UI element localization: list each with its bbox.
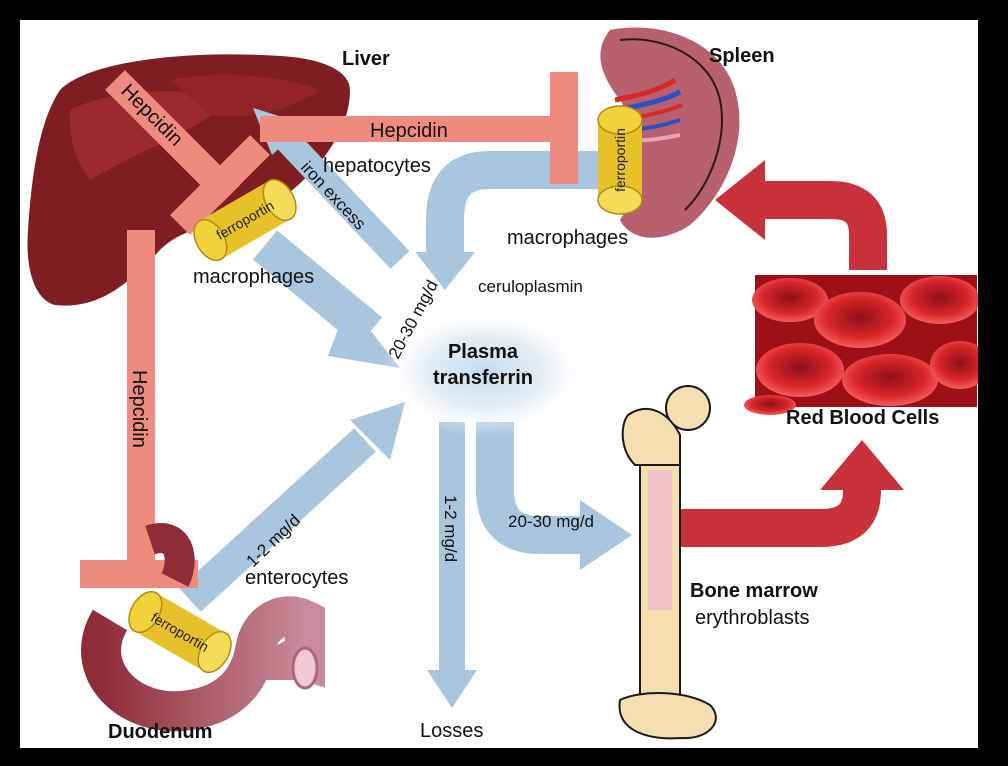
transferrin-label: transferrin <box>433 367 533 389</box>
erythroblasts-label: erythroblasts <box>695 607 810 629</box>
bone-marrow-label: Bone marrow <box>690 580 818 602</box>
absorption-arrowhead <box>350 402 405 460</box>
marrow-to-rbc-arrowhead <box>820 440 904 490</box>
ferroportin-label-spleen: ferroportin <box>612 128 628 192</box>
hepatocytes-label: hepatocytes <box>323 155 431 177</box>
macrophages-liver-label: macrophages <box>193 266 314 288</box>
marrow-arrowhead <box>580 500 632 570</box>
iron-metabolism-diagram: ferroportin ferroportin ferroportin <box>20 20 978 748</box>
hepcidin-label-vertical: Hepcidin <box>128 370 150 448</box>
rbc-to-spleen-arrowhead <box>715 160 765 240</box>
duodenum-label: Duodenum <box>108 721 212 743</box>
losses-label: Losses <box>420 720 483 742</box>
macrophages-spleen-label: macrophages <box>507 227 628 249</box>
ferroportin-duodenum: ferroportin <box>128 590 232 674</box>
enterocytes-label: enterocytes <box>245 567 348 589</box>
hepcidin-inhibitors <box>80 70 578 588</box>
hepcidin-label-top: Hepcidin <box>370 120 448 142</box>
spleen-flow-arrowhead <box>415 252 475 290</box>
losses-rate-label: 1-2 mg/d <box>441 495 460 562</box>
losses-arrowhead <box>427 670 477 708</box>
diagram-canvas: ferroportin ferroportin ferroportin <box>27 27 978 743</box>
rbc-label: Red Blood Cells <box>786 407 939 429</box>
bone-illustration <box>618 385 717 740</box>
liver-label: Liver <box>342 48 390 70</box>
marrow-rate-label: 20-30 mg/d <box>508 512 594 531</box>
ferroportin-spleen: ferroportin <box>597 105 643 215</box>
rbc-image <box>744 275 978 415</box>
duodenum-organ <box>81 523 325 732</box>
ceruloplasmin-label: ceruloplasmin <box>478 277 583 296</box>
plasma-glow <box>380 307 590 437</box>
liver-flow-arrowhead <box>328 302 400 368</box>
plasma-label: Plasma <box>448 341 519 363</box>
rbc-flows <box>675 160 904 547</box>
spleen-label: Spleen <box>709 45 775 67</box>
